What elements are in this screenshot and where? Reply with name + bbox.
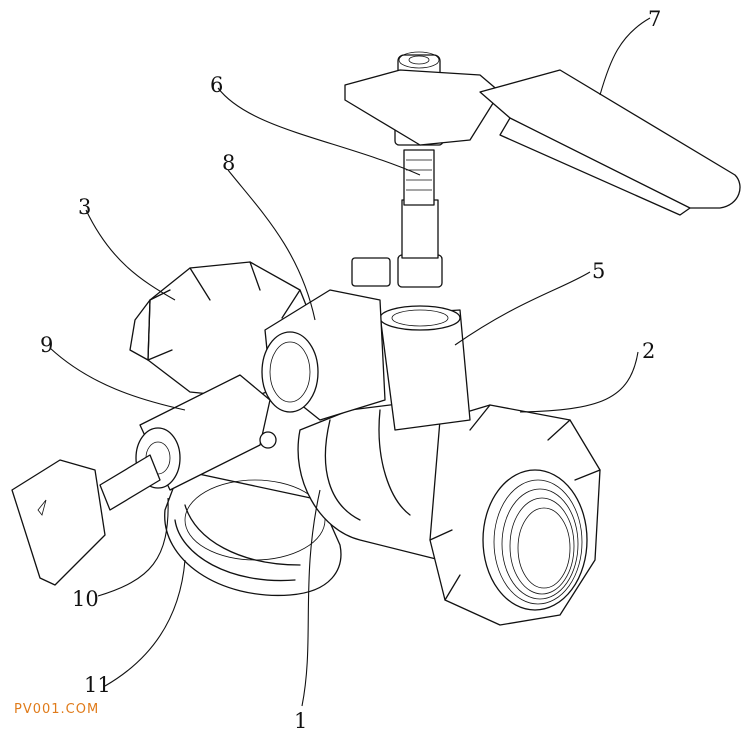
handle-lever	[344, 69, 741, 216]
callout-7: 7	[648, 7, 661, 31]
callout-10: 10	[72, 587, 99, 611]
side-boss	[261, 257, 391, 421]
bonnet-block	[379, 305, 471, 431]
key	[11, 454, 161, 586]
leader-8	[227, 169, 316, 321]
callout-2: 2	[642, 339, 655, 363]
callout-5: 5	[592, 259, 605, 283]
callout-3: 3	[78, 195, 91, 219]
lower-collar	[164, 469, 342, 597]
leader-3	[85, 209, 176, 301]
callout-9: 9	[40, 333, 53, 357]
leader-7	[599, 17, 651, 96]
leader-lines	[49, 17, 651, 707]
right-hex-union	[429, 404, 601, 626]
callout-labels: 1 2 3 5 6 7 8 9 10 11	[40, 7, 661, 733]
leader-9	[49, 347, 186, 411]
watermark-text: PV001.COM	[14, 702, 100, 717]
leader-1	[301, 489, 321, 707]
callout-11: 11	[84, 673, 111, 697]
callout-1: 1	[294, 709, 307, 733]
leader-5	[454, 271, 591, 346]
leader-10	[97, 497, 169, 597]
leader-11	[104, 559, 186, 687]
leader-6	[217, 87, 421, 176]
callout-6: 6	[210, 73, 223, 97]
callout-8: 8	[222, 151, 235, 175]
leader-2	[519, 351, 639, 413]
